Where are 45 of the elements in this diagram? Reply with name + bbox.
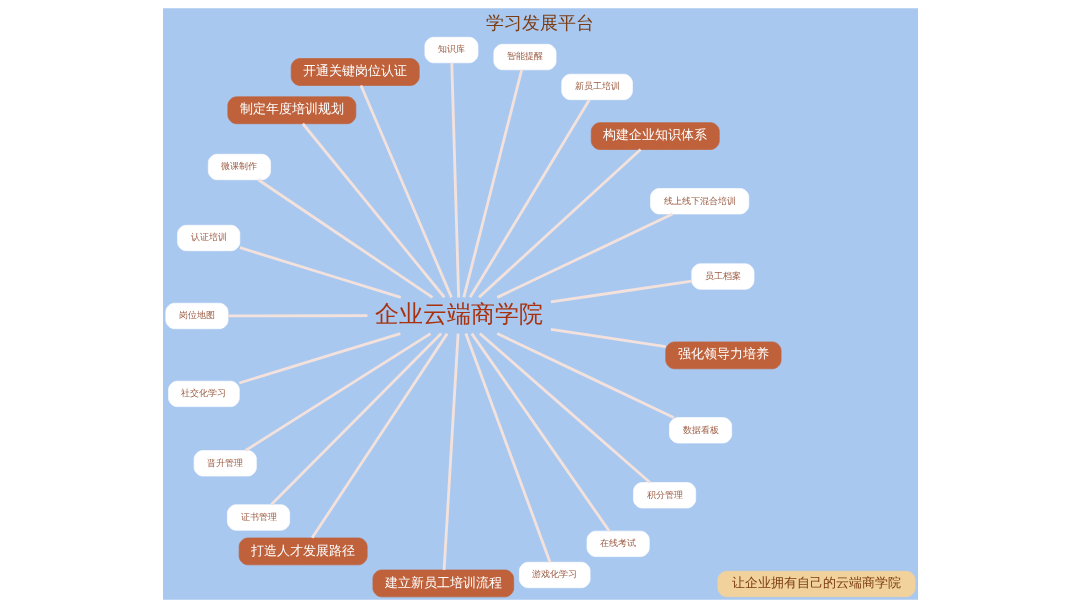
node-box: 微课制作 (207, 153, 271, 181)
connector (310, 332, 448, 539)
connector (449, 62, 460, 298)
connector (496, 332, 674, 419)
connector (359, 85, 453, 298)
node-box: 在线考试 (586, 530, 650, 557)
connector (477, 148, 641, 299)
connector (496, 212, 673, 299)
node-box: 游戏化学习 (518, 561, 590, 589)
node-box: 制定年度培训规划 (227, 96, 356, 125)
node-box: 新员工培训 (560, 73, 633, 101)
node-box: 数据看板 (668, 417, 732, 444)
node-box: 线上线下混合培训 (649, 188, 749, 215)
node-box: 知识库 (424, 36, 478, 64)
node-text: 企业云端商学院 (374, 299, 543, 328)
connector (470, 332, 610, 532)
connector (550, 279, 692, 304)
node-box: 员工档案 (690, 263, 754, 290)
connector (464, 333, 551, 563)
node-box: 智能提醒 (492, 44, 556, 71)
connector (239, 246, 401, 299)
connector (227, 314, 367, 318)
connector (244, 332, 431, 452)
node-box: 社交化学习 (167, 380, 240, 407)
connector (478, 332, 651, 484)
connector (442, 333, 459, 570)
connector (301, 122, 445, 299)
diagram-title: 学习发展平台 (486, 11, 594, 33)
connector (468, 99, 591, 299)
node-box: 积分管理 (632, 482, 696, 509)
node-box: 开通关键岗位认证 (290, 58, 420, 86)
node-box: 认证培训 (176, 224, 240, 252)
connector (550, 327, 666, 349)
connector (269, 332, 442, 506)
node-box: 岗位地图 (164, 302, 228, 330)
node-box: 建立新员工培训流程 (372, 569, 514, 598)
node-box: 晋升管理 (193, 450, 257, 477)
node-box: 构建企业知识体系 (590, 122, 720, 150)
node-box: 强化领导力培养 (664, 341, 781, 370)
node-box: 打造人才发展路径 (238, 537, 367, 566)
connector (257, 178, 433, 299)
connector (461, 69, 523, 298)
node-box: 让企业拥有自己的云端商学院 (717, 570, 916, 598)
node-box: 证书管理 (226, 504, 290, 531)
connector (238, 332, 401, 385)
